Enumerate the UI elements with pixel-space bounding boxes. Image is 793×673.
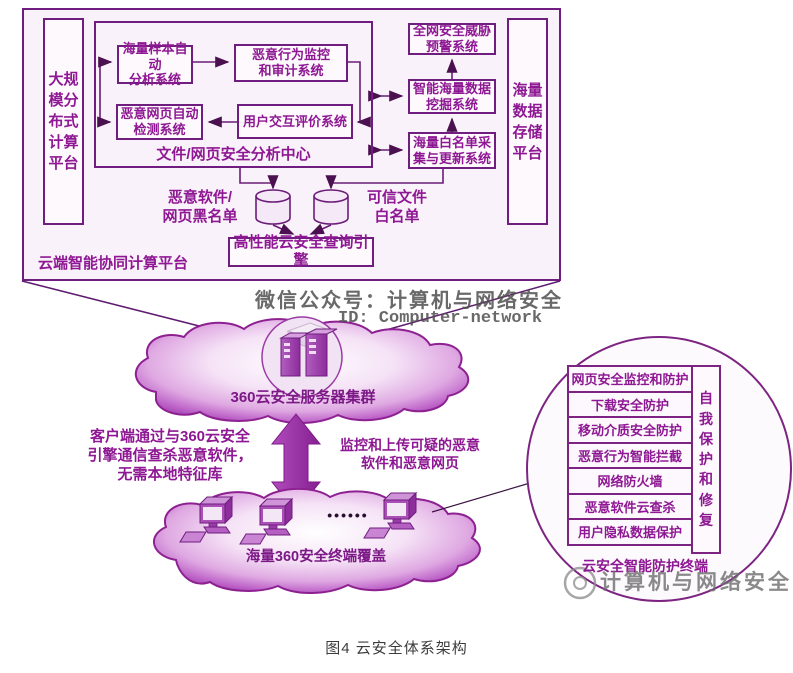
feature-item: 移动介质安全防护: [567, 416, 693, 444]
blacklist-db-label: 恶意软件/ 网页黑名单: [162, 189, 238, 225]
query-engine-box: 高性能云安全查询引擎: [228, 234, 374, 269]
watermark-logo-icon: [563, 566, 597, 600]
whitelist-database-icon: [313, 189, 349, 225]
data-mining-box: 智能海量数据 挖掘系统: [408, 79, 496, 114]
cloud-platform-label: 云端智能协同计算平台: [38, 255, 189, 272]
server-cloud-label: 360云安全服务器集群: [230, 389, 376, 406]
feature-item: 用户隐私数据保护: [567, 518, 693, 546]
arrow-whitelist-to-query: [309, 223, 332, 235]
figure-caption: 图4 云安全体系架构: [325, 640, 468, 657]
self-protection-strip: 自 我 保 护 和 修 复: [691, 365, 721, 554]
left-annotation: 客户端通过与360云安全 引擎通信查杀恶意软件， 无需本地特征库: [87, 428, 253, 483]
feature-item: 恶意软件云查杀: [567, 492, 693, 520]
feature-item: 网页安全监控和防护: [567, 365, 693, 393]
whitelist-db-label: 可信文件 白名单: [366, 189, 427, 225]
feature-item: 网络防火墙: [567, 467, 693, 495]
right-platform-box: 海量 数据 存储 平台: [507, 18, 548, 225]
sample-analysis-box: 海量样本自动 分析系统: [117, 41, 193, 87]
terminal-cloud-label: 海量360安全终端覆盖: [245, 549, 387, 565]
terminal-dots: ••••••: [327, 507, 369, 523]
analysis-center-label: 文件/网页安全分析中心: [156, 146, 311, 163]
user-interaction-box: 用户交互评价系统: [237, 104, 353, 139]
terminal-feature-list: 网页安全监控和防护 下载安全防护 移动介质安全防护 恶意行为智能拦截 网络防火墙…: [567, 365, 693, 546]
right-annotation: 监控和上传可疑的恶意 软件和恶意网页: [340, 437, 480, 471]
server-cluster-icon: [261, 316, 343, 398]
feature-item: 下载安全防护: [567, 390, 693, 418]
terminal-bottom-label: 云安全智能防护终端: [582, 558, 708, 574]
blacklist-database-icon: [255, 189, 291, 225]
line-center-to-blacklist-db: [239, 168, 279, 190]
line-whitelist-to-whitelist-db: [325, 169, 444, 190]
threat-warning-box: 全网安全威胁 预警系统: [408, 23, 496, 55]
arrow-behavior-to-interaction: [348, 61, 371, 128]
arrow-blacklist-to-query: [272, 223, 295, 235]
behavior-monitor-box: 恶意行为监控 和审计系统: [234, 44, 348, 82]
feature-item: 恶意行为智能拦截: [567, 441, 693, 469]
watermark-line1: 微信公众号：计算机与网络安全: [255, 290, 563, 312]
watermark-line2: ID: Computer-network: [338, 309, 543, 328]
webpage-detection-box: 恶意网页自动 检测系统: [116, 104, 203, 140]
left-platform-box: 大规 模分 布式 计算 平台: [43, 18, 84, 225]
whitelist-collect-box: 海量白名单采 集与更新系统: [408, 132, 496, 169]
watermark-footer: 计算机与网络安全: [600, 571, 792, 594]
